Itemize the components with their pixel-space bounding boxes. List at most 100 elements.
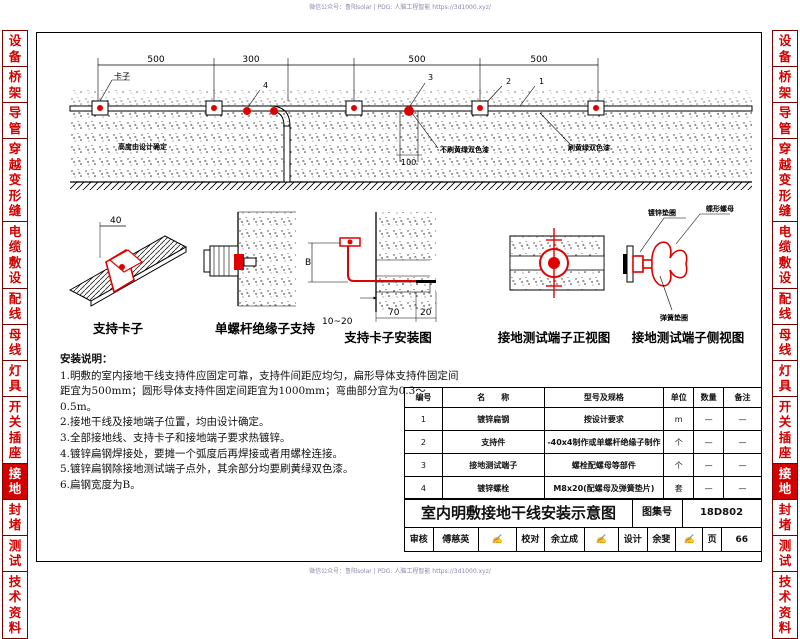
table-cell: 接地测试端子 [441, 453, 545, 477]
table-cell: — [723, 476, 762, 500]
figure-test-terminal-front [509, 228, 605, 298]
table-cell: — [693, 430, 725, 454]
nav-item-7[interactable]: 灯具 [772, 359, 798, 396]
table-cell: — [723, 430, 762, 454]
watermark-bottom: 微信公众号：鲁阳solar | PDG: 人脑工程智能 https://3d10… [309, 568, 491, 575]
nav-item-4[interactable]: 电缆敷设 [772, 220, 798, 288]
col-header: 数量 [693, 387, 725, 408]
nav-item-2[interactable]: 导管 [772, 102, 798, 138]
col-header: 编号 [404, 387, 443, 408]
nav-item-7[interactable]: 灯具 [2, 359, 28, 396]
dim-500-b: 500 [408, 55, 425, 65]
review-signature: ✍ [479, 528, 517, 552]
installation-notes: 安装说明： 1.明敷的室内接地干线支持件应固定可靠，支持件间距应均匀，扁形导体支… [60, 352, 459, 493]
notes-title: 安装说明： [60, 353, 113, 365]
design-label: 设计 [619, 528, 648, 552]
page-label: 页 [703, 528, 723, 552]
nav-item-0[interactable]: 设备 [772, 30, 798, 66]
callout-4: 4 [263, 81, 268, 90]
table-cell: M8x20(配螺母及弹簧垫片) [543, 476, 665, 500]
review-name: 傅慈英 [434, 528, 479, 552]
figure-test-terminal-side: 镀锌垫圈 蝶形螺母 弹簧垫圈 [623, 204, 734, 322]
table-cell: 镀锌扁钢 [441, 407, 545, 431]
nav-item-10[interactable]: 封堵 [2, 498, 28, 535]
note-line: 6.扁钢宽度为B。 [60, 478, 141, 491]
nav-item-1[interactable]: 桥架 [772, 66, 798, 102]
signature-row: 审核 傅慈英 ✍ 校对 余立成 ✍ 设计 余斐 ✍ 页 66 [405, 527, 761, 552]
atlas-label: 图集号 [632, 499, 683, 527]
page-number: 66 [735, 535, 748, 545]
nav-item-0[interactable]: 设备 [2, 30, 28, 66]
check-label: 校对 [517, 528, 546, 552]
caption-test-terminal-front: 接地测试端子正视图 [498, 330, 611, 345]
nav-item-8[interactable]: 开关插座 [772, 395, 798, 463]
label-paint: 刷黄绿双色漆 [567, 143, 610, 152]
label-spring-washer: 弹簧垫圈 [660, 313, 688, 322]
dim-100: 100 [401, 158, 416, 167]
figure-support-clip: 40 [68, 216, 188, 307]
drawing-title: 室内明敷接地干线安装示意图 [405, 499, 633, 527]
dim-300: 300 [242, 55, 259, 65]
nav-item-9[interactable]: 接地 [772, 462, 798, 499]
table-cell: — [723, 407, 762, 431]
dim-10-20: 10~20 [322, 317, 353, 327]
table-cell: 套 [663, 476, 695, 500]
atlas-number: 18D802 [699, 507, 744, 518]
table-cell: 支持件 [441, 430, 545, 454]
nav-item-6[interactable]: 母线 [772, 323, 798, 360]
dim-20: 20 [420, 308, 432, 318]
table-cell: — [693, 407, 725, 431]
table-cell: 2 [404, 430, 443, 454]
nav-item-8[interactable]: 开关插座 [2, 395, 28, 463]
caption-insulator-support: 单螺杆绝缘子支持 [215, 321, 316, 336]
title-block: 室内明敷接地干线安装示意图 图集号 18D802 审核 傅慈英 ✍ 校对 余立成… [404, 498, 762, 552]
nav-item-5[interactable]: 配线 [772, 287, 798, 324]
callout-1: 1 [539, 77, 544, 86]
note-line: 5.镀锌扁钢除接地测试端子点外，其余部分均要刷黄绿双色漆。 [60, 463, 354, 476]
nav-item-3[interactable]: 穿越变形缝 [772, 138, 798, 221]
nav-item-11[interactable]: 测试 [2, 534, 28, 571]
top-dimensions: 500 300 500 500 [97, 55, 599, 101]
table-cell: — [723, 453, 762, 477]
col-header: 备注 [723, 387, 762, 408]
drawing-frame [36, 32, 762, 562]
table-cell: m [663, 407, 695, 431]
label-wing-nut: 蝶形螺母 [706, 204, 734, 213]
nav-item-9[interactable]: 接地 [2, 462, 28, 499]
nav-item-1[interactable]: 桥架 [2, 66, 28, 102]
table-header-row: 编号 名 称 型号及规格 单位 数量 备注 [404, 387, 762, 408]
design-name: 余斐 [648, 528, 677, 552]
drawing-canvas: 500 300 500 500 卡子 4 3 2 1 100 不刷黄绿双色漆 刷… [68, 55, 753, 345]
clip-dim-40: 40 [110, 216, 122, 226]
nav-item-6[interactable]: 母线 [2, 323, 28, 360]
caption-test-terminal-side: 接地测试端子侧视图 [632, 330, 745, 345]
nav-item-4[interactable]: 电缆敷设 [2, 220, 28, 288]
table-cell: 螺栓配螺母等部件 [543, 453, 665, 477]
nav-item-2[interactable]: 导管 [2, 102, 28, 138]
review-label: 审核 [405, 528, 434, 552]
table-cell: — [693, 476, 725, 500]
callout-2: 2 [506, 77, 511, 86]
callout-clip: 卡子 [114, 71, 130, 81]
col-header: 单位 [663, 387, 695, 408]
label-no-paint: 不刷黄绿双色漆 [440, 145, 489, 154]
nav-item-10[interactable]: 封堵 [772, 498, 798, 535]
nav-item-12[interactable]: 技术资料 [772, 570, 798, 639]
dim-500-a: 500 [147, 55, 164, 65]
label-washer: 镀锌垫圈 [648, 208, 676, 217]
nav-item-11[interactable]: 测试 [772, 534, 798, 571]
label-height: 高度由设计确定 [118, 142, 167, 151]
figure-clip-installation: B 70 20 10~20 [305, 212, 437, 327]
nav-item-3[interactable]: 穿越变形缝 [2, 138, 28, 221]
nav-item-12[interactable]: 技术资料 [2, 570, 28, 639]
note-line: 1.明敷的室内接地干线支持件应固定可靠，支持件间距应均匀，扁形导体支持件固定间 [60, 369, 459, 382]
col-header: 名 称 [441, 387, 545, 408]
nav-item-5[interactable]: 配线 [2, 287, 28, 324]
top-callouts: 卡子 4 3 2 1 100 不刷黄绿双色漆 刷黄绿双色漆 高度由设计确定 [99, 71, 610, 167]
table-cell: 4 [404, 476, 443, 500]
callout-3: 3 [428, 73, 433, 82]
note-line: 3.全部接地线、支持卡子和接地端子要求热镀锌。 [60, 431, 291, 444]
